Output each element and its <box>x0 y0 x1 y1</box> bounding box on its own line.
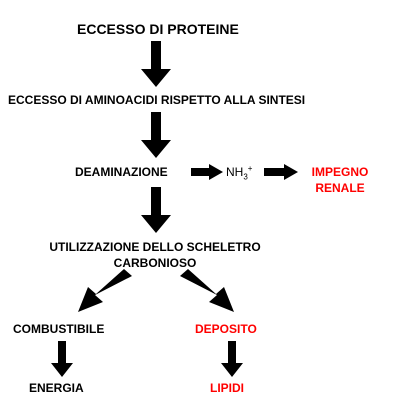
ammonium-subscript: 3 <box>243 172 248 182</box>
node-storage: DEPOSITO <box>195 322 257 336</box>
node-deamination: DEAMINAZIONE <box>75 165 168 179</box>
carbon-skeleton-line1: UTILIZZAZIONE DELLO SCHELETRO <box>49 240 261 254</box>
node-energy: ENERGIA <box>29 381 84 395</box>
renal-load-line2: RENALE <box>315 181 365 195</box>
ammonium-superscript: + <box>247 164 253 173</box>
node-excess-proteins: ECCESSO DI PROTEINE <box>77 21 239 37</box>
node-excess-amino-acids: ECCESSO DI AMINOACIDI RISPETTO ALLA SINT… <box>8 93 306 107</box>
node-ammonium: NH3+ <box>226 164 253 182</box>
arrow-down-2 <box>141 112 171 158</box>
arrow-down-1 <box>141 41 171 87</box>
arrow-down-4 <box>51 341 73 377</box>
arrow-down-left <box>78 269 132 312</box>
arrow-down-right <box>180 269 234 312</box>
carbon-skeleton-line2: CARBONIOSO <box>113 256 197 270</box>
node-lipids: LIPIDI <box>210 381 245 395</box>
ammonium-base: NH <box>226 165 244 179</box>
arrow-right-2 <box>264 164 298 180</box>
node-carbon-skeleton: UTILIZZAZIONE DELLO SCHELETRO CARBONIOSO <box>20 240 290 270</box>
node-fuel: COMBUSTIBILE <box>13 322 105 336</box>
arrow-right-1 <box>191 164 223 180</box>
arrow-down-5 <box>221 341 243 377</box>
arrow-down-3 <box>141 187 171 233</box>
node-renal-load: IMPEGNO RENALE <box>298 165 382 195</box>
renal-load-line1: IMPEGNO <box>311 165 369 179</box>
